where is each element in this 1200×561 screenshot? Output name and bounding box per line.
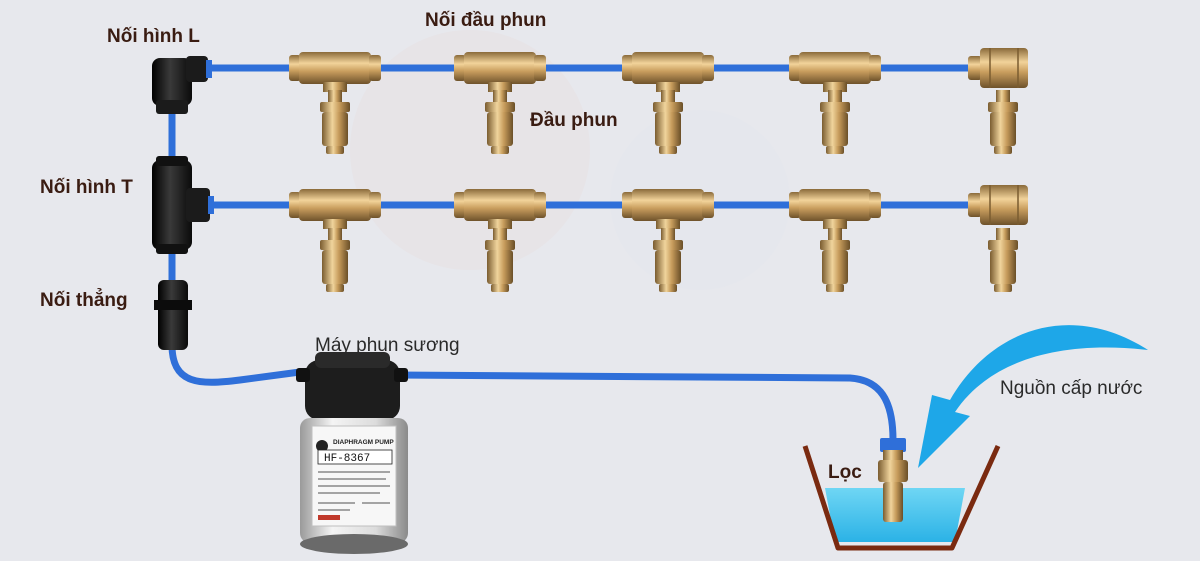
label-pump: Máy phun sương	[315, 335, 460, 356]
label-water-source: Nguồn cấp nước	[1000, 378, 1142, 399]
nozzle-bottom-1	[320, 228, 350, 292]
nozzle-top-1	[320, 90, 350, 154]
pump-spec-lines	[318, 471, 390, 511]
label-nozzle-connector: Nối đầu phun	[425, 10, 546, 31]
connector-top-1	[289, 52, 381, 92]
label-straight-fitting: Nối thẳng	[40, 289, 128, 311]
nozzle-bottom-4	[820, 228, 850, 292]
nozzle-top-3	[653, 90, 683, 154]
connector-bottom-4	[789, 189, 881, 229]
endcap-top	[967, 47, 1029, 89]
pump-brand-text: DIAPHRAGM PUMP	[333, 439, 394, 446]
connector-top-3	[622, 52, 714, 92]
tube-to-pump	[168, 341, 304, 386]
pump-model-text: HF-8367	[324, 453, 370, 465]
straight-fitting	[154, 280, 192, 350]
connector-top-4	[789, 52, 881, 92]
pump: DIAPHRAGM PUMP HF-8367	[296, 352, 408, 554]
label-nozzle: Đầu phun	[530, 110, 618, 131]
label-filter: Lọc	[828, 462, 862, 483]
label-l-fitting: Nối hình L	[107, 26, 200, 47]
connector-bottom-1	[289, 189, 381, 229]
nozzle-bottom-5	[988, 228, 1018, 292]
nozzle-top-4	[820, 90, 850, 154]
nozzle-top-5	[988, 90, 1018, 154]
filter-intake	[878, 438, 908, 522]
water-flow-arrow	[918, 325, 1148, 468]
l-fitting	[152, 56, 212, 114]
label-t-fitting: Nối hình T	[40, 177, 133, 198]
tube-pump-to-filter	[391, 371, 897, 444]
endcap-bottom	[967, 184, 1029, 226]
t-fitting	[152, 156, 214, 254]
